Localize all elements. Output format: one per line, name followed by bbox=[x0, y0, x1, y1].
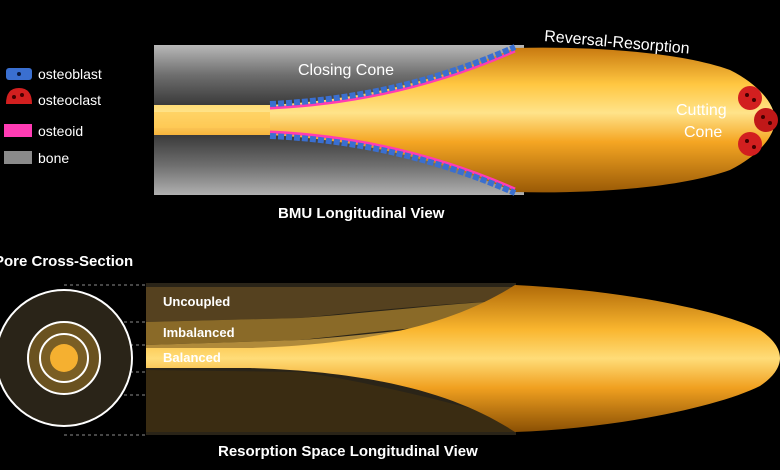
osteoid-layer-bottom bbox=[269, 130, 516, 191]
band-uncoupled bbox=[146, 287, 515, 322]
osteoblast-row-top bbox=[269, 44, 517, 107]
bmu-caption: BMU Longitudinal View bbox=[278, 205, 445, 222]
osteoclast-icon bbox=[738, 132, 762, 156]
legend-osteoblast: osteoblast bbox=[38, 63, 102, 85]
bottom-resorption-canal bbox=[146, 285, 780, 432]
cutting-cone-label-1: Cutting bbox=[676, 102, 727, 119]
pore-title: Pore Cross-Section bbox=[0, 253, 134, 270]
legend-osteoclast: osteoclast bbox=[38, 89, 101, 111]
legend-label: osteoclast bbox=[38, 92, 102, 108]
osteoclast-icon bbox=[754, 108, 778, 132]
legend-label: osteoid bbox=[38, 123, 84, 139]
legend-bone: bone bbox=[38, 147, 69, 169]
osteoclast-icon bbox=[738, 86, 762, 110]
osteoid-layer-top bbox=[269, 49, 516, 110]
legend-label: bone bbox=[38, 150, 70, 166]
band-label-balanced: Balanced bbox=[163, 350, 221, 365]
cutting-cone-label-2: Cone bbox=[684, 124, 723, 141]
pore-canal bbox=[50, 344, 78, 372]
pore-cross-section bbox=[0, 289, 133, 427]
legend-icons bbox=[4, 68, 32, 164]
canal-core bbox=[154, 112, 270, 128]
legend-label: osteoblast bbox=[38, 66, 102, 82]
band-label-imbalanced: Imbalanced bbox=[163, 325, 235, 340]
osteoblast-row-bottom bbox=[269, 133, 517, 196]
osteoid-swatch bbox=[4, 124, 32, 137]
band-imbalanced bbox=[146, 300, 515, 345]
bone-swatch bbox=[4, 151, 32, 164]
closing-cone-label: Closing Cone bbox=[298, 62, 395, 79]
resorption-caption: Resorption Space Longitudinal View bbox=[218, 443, 478, 460]
bmu-diagram bbox=[154, 44, 778, 196]
osteoclast-icon bbox=[6, 88, 32, 104]
legend-osteoid: osteoid bbox=[38, 120, 83, 142]
resorption-canal bbox=[154, 47, 775, 193]
resorption-space-diagram bbox=[0, 283, 780, 436]
band-lower bbox=[146, 370, 515, 432]
osteoclast-cluster bbox=[738, 86, 778, 156]
band-label-uncoupled: Uncoupled bbox=[163, 294, 231, 309]
